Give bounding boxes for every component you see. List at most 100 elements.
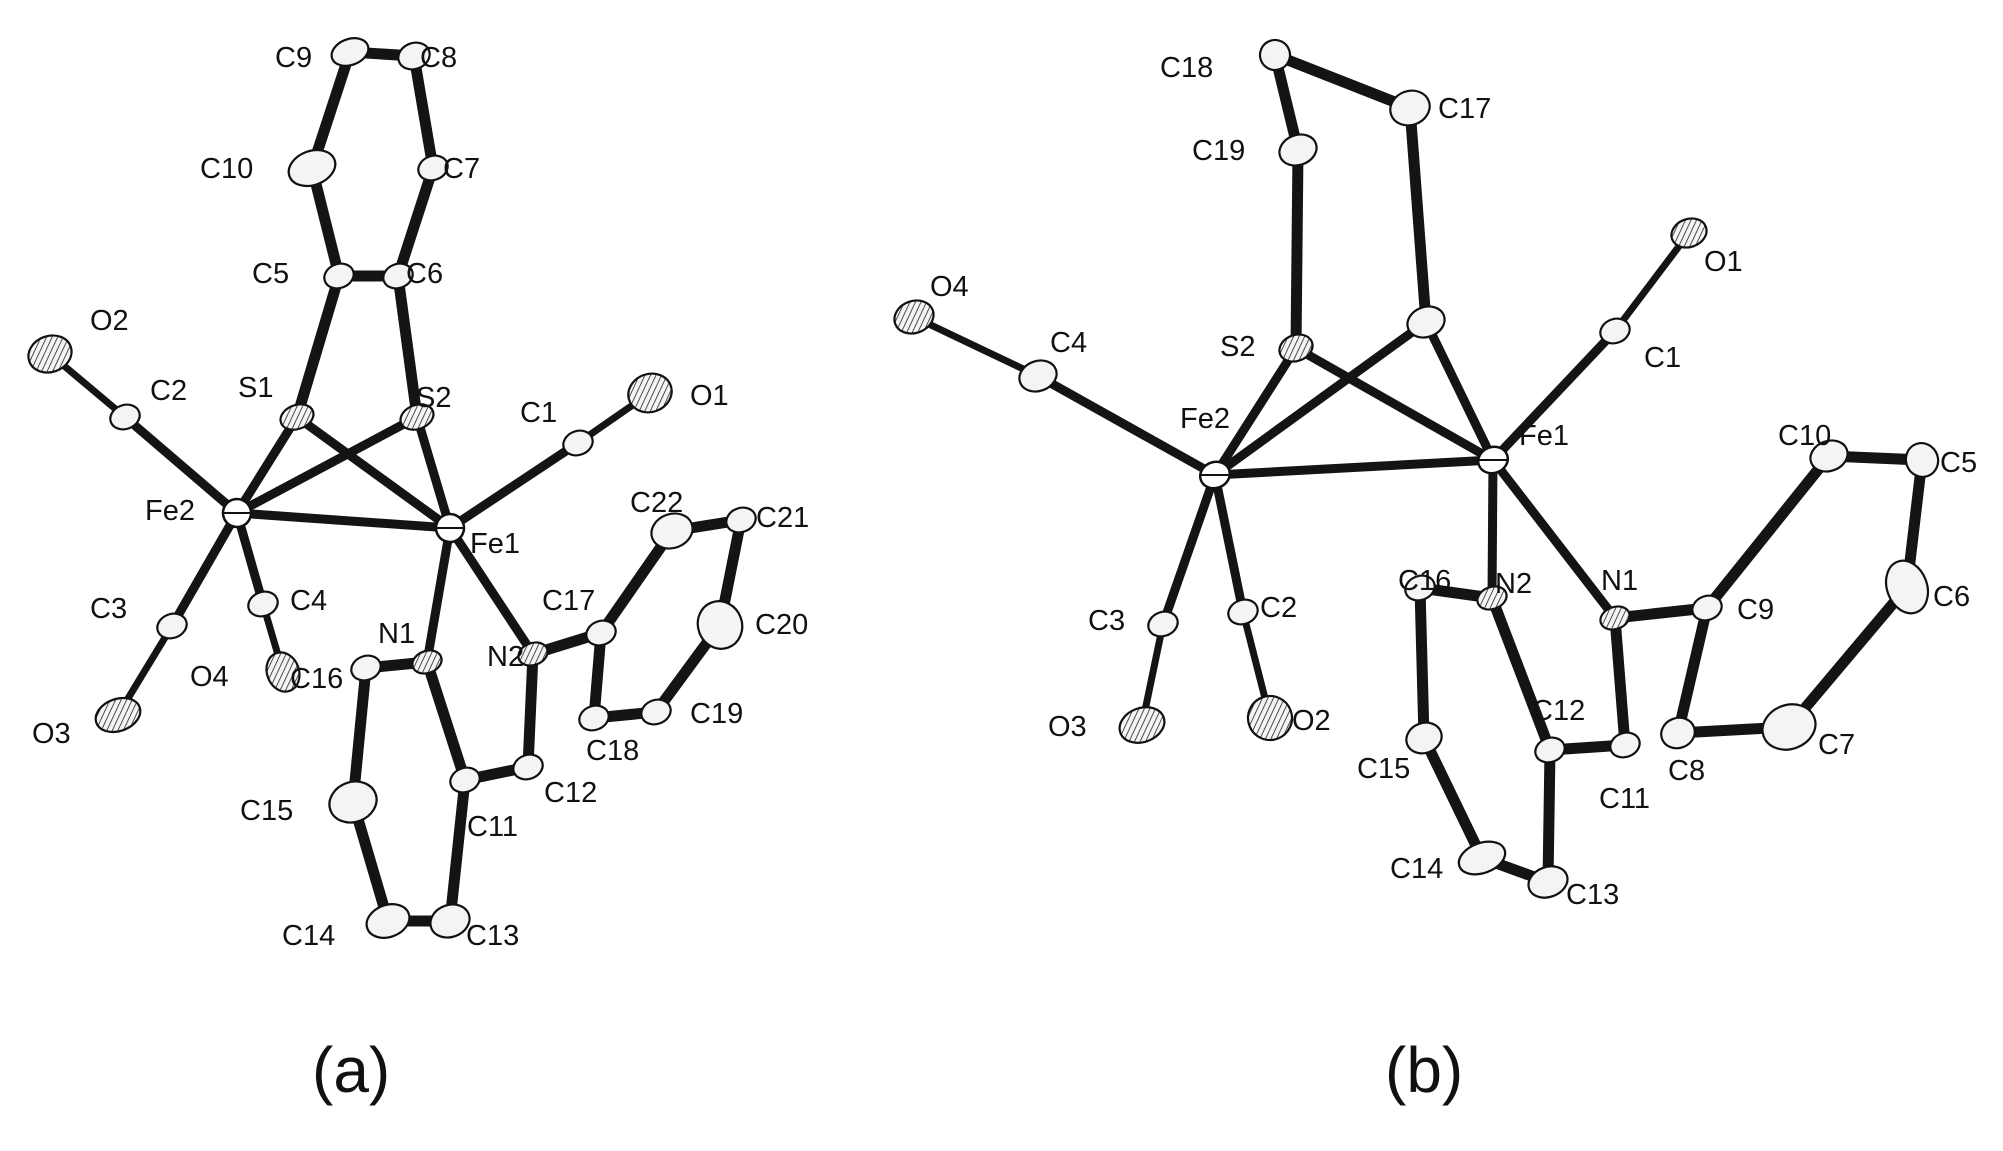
panel-b-atom-c15 — [1405, 721, 1443, 755]
panel-a-label-c16: C16 — [290, 663, 343, 695]
panel-a-label-c6: C6 — [406, 258, 443, 290]
panel-a-bond-s1-fe1 — [292, 412, 455, 533]
panel-b-label-fe2: Fe2 — [1180, 403, 1230, 435]
panel-b-atom-o2 — [1246, 694, 1294, 742]
panel-a-atom-c12 — [512, 753, 544, 781]
panel-b-atom-c9 — [1691, 594, 1723, 622]
panel-b-atom-c19 — [1278, 133, 1318, 167]
panel-b-atom-c4 — [1018, 359, 1058, 393]
panel-a-atom-c7 — [417, 154, 449, 182]
panel-a-atom-s2 — [399, 403, 435, 431]
panel-a-atom-c9 — [330, 37, 370, 67]
panel-b-label-c15: C15 — [1357, 753, 1410, 785]
panel-a-bond-c13-c11 — [444, 774, 471, 927]
panel-a-label-c21: C21 — [756, 502, 809, 534]
panel-b-atom-c8 — [1660, 716, 1696, 750]
panel-a-label-c3: C3 — [90, 593, 127, 625]
panel-a-atom-c16 — [350, 654, 382, 682]
panel-a-label-s2: S2 — [416, 382, 451, 414]
panel-a-bond-c9-c10 — [306, 46, 356, 174]
panel-a-bond-s1-fe2 — [232, 412, 302, 518]
panel-a-bond-fe2-fe1 — [232, 508, 455, 533]
panel-b-bond-s2-fe1 — [1291, 343, 1498, 465]
panel-a-label-c4: C4 — [290, 585, 327, 617]
panel-a-atom-c11 — [449, 766, 481, 794]
panel-b-label-c6: C6 — [1933, 581, 1970, 613]
panel-a-label-c1: C1 — [520, 397, 557, 429]
panel-b-atoms — [893, 38, 1940, 899]
panel-a-bond-fe1-c1 — [445, 438, 583, 533]
panel-b-bond-fe2-c4 — [1033, 371, 1220, 480]
panel-b-label-s2: S2 — [1220, 331, 1255, 363]
panel-b-bond-c18-c17 — [1269, 49, 1416, 114]
panel-b-bond-c4-o4 — [910, 313, 1042, 380]
panel-a-atom-c19 — [640, 698, 672, 726]
panel-b-label-c2: C2 — [1260, 592, 1297, 624]
panel-a-atom-c8 — [397, 41, 431, 71]
panel-a-atom-c2 — [109, 403, 141, 431]
panel-b-bond-fe2-c2 — [1210, 470, 1248, 617]
panel-a-atom-n2 — [517, 641, 549, 667]
panel-b-atom-n1 — [1599, 605, 1631, 631]
panel-b-atom-s2 — [1278, 333, 1314, 363]
panel-a-label-o4: O4 — [190, 661, 229, 693]
panel-b-atom-c3 — [1147, 610, 1179, 638]
panel-b-bond-c1-o1 — [1611, 229, 1693, 335]
panel-b-atom-c5 — [1904, 442, 1940, 478]
panel-a-bond-c10-c5 — [306, 162, 345, 282]
panel-b-atom-c17 — [1389, 89, 1431, 127]
panel-a-label-c15: C15 — [240, 795, 293, 827]
panel-a-bond-fe2-c4 — [232, 508, 268, 609]
panel-a-label-c19: C19 — [690, 698, 743, 730]
panel-a-label-fe2: Fe2 — [145, 495, 195, 527]
panel-b-atom-c11 — [1609, 731, 1641, 759]
panel-a-atom-o3 — [94, 696, 142, 734]
panel-a-bond-fe2-c3 — [167, 508, 242, 631]
panel-b-atom-n2 — [1476, 585, 1508, 611]
panel-a-bond-c5-s1 — [291, 270, 345, 423]
panel-b-label-c16: C16 — [1398, 565, 1451, 597]
panel-a-label-c11: C11 — [467, 811, 518, 843]
panel-a-bond-n2-c12 — [522, 648, 539, 773]
panel-b-bond-c19-s2 — [1290, 144, 1304, 354]
panel-a-caption: (a) — [312, 1034, 390, 1106]
panel-b-label-c19: C19 — [1192, 135, 1245, 167]
panel-a-atom-o4 — [265, 651, 301, 693]
panel-b-label-n2: N2 — [1495, 568, 1532, 600]
panel-b-label-c13: C13 — [1566, 879, 1619, 911]
panel-b-bond-cb-fe2 — [1210, 317, 1431, 480]
panel-b-label-o2: O2 — [1292, 705, 1331, 737]
panel-a-bond-fe1-n2 — [445, 523, 538, 659]
panel-a-label-c13: C13 — [466, 920, 519, 952]
panel-a-atom-c14 — [365, 903, 411, 939]
panel-b-label-c12: C12 — [1532, 695, 1585, 727]
panel-b-bond-c11-n1 — [1609, 612, 1631, 751]
panel-a-atom-c21 — [725, 506, 757, 534]
panel-a-label-c8: C8 — [420, 42, 457, 74]
panel-b-label-c11: C11 — [1599, 783, 1650, 815]
panel-b-atom-c16 — [1404, 574, 1436, 602]
panel-b-bond-c13-c12 — [1542, 744, 1556, 888]
panel-a-atoms — [27, 37, 757, 939]
panel-a-atom-c22 — [650, 512, 694, 550]
panel-a-bond-c17-c22 — [595, 525, 678, 639]
panel-b-atom-c1 — [1599, 317, 1631, 345]
panel-a-label-s1: S1 — [238, 372, 273, 404]
panel-b-label-c3: C3 — [1088, 605, 1125, 637]
panel-b-bond-c15-c14 — [1418, 732, 1488, 864]
panel-a-label-c22: C22 — [630, 487, 683, 519]
panel-b-label-c10: C10 — [1778, 420, 1831, 452]
panel-b-label-n1: N1 — [1601, 565, 1638, 597]
panel-a-label-c14: C14 — [282, 920, 335, 952]
panel-b-label-c1: C1 — [1644, 342, 1681, 374]
panel-b-caption: (b) — [1385, 1034, 1463, 1106]
panel-a-atom-c20 — [696, 600, 744, 650]
panel-b-atom-cb — [1406, 305, 1446, 339]
panel-b-bonds — [910, 49, 1928, 888]
panel-a-label-fe1: Fe1 — [470, 528, 520, 560]
panel-b-atom-c13 — [1527, 865, 1569, 899]
panel-b-label-c4: C4 — [1050, 327, 1087, 359]
